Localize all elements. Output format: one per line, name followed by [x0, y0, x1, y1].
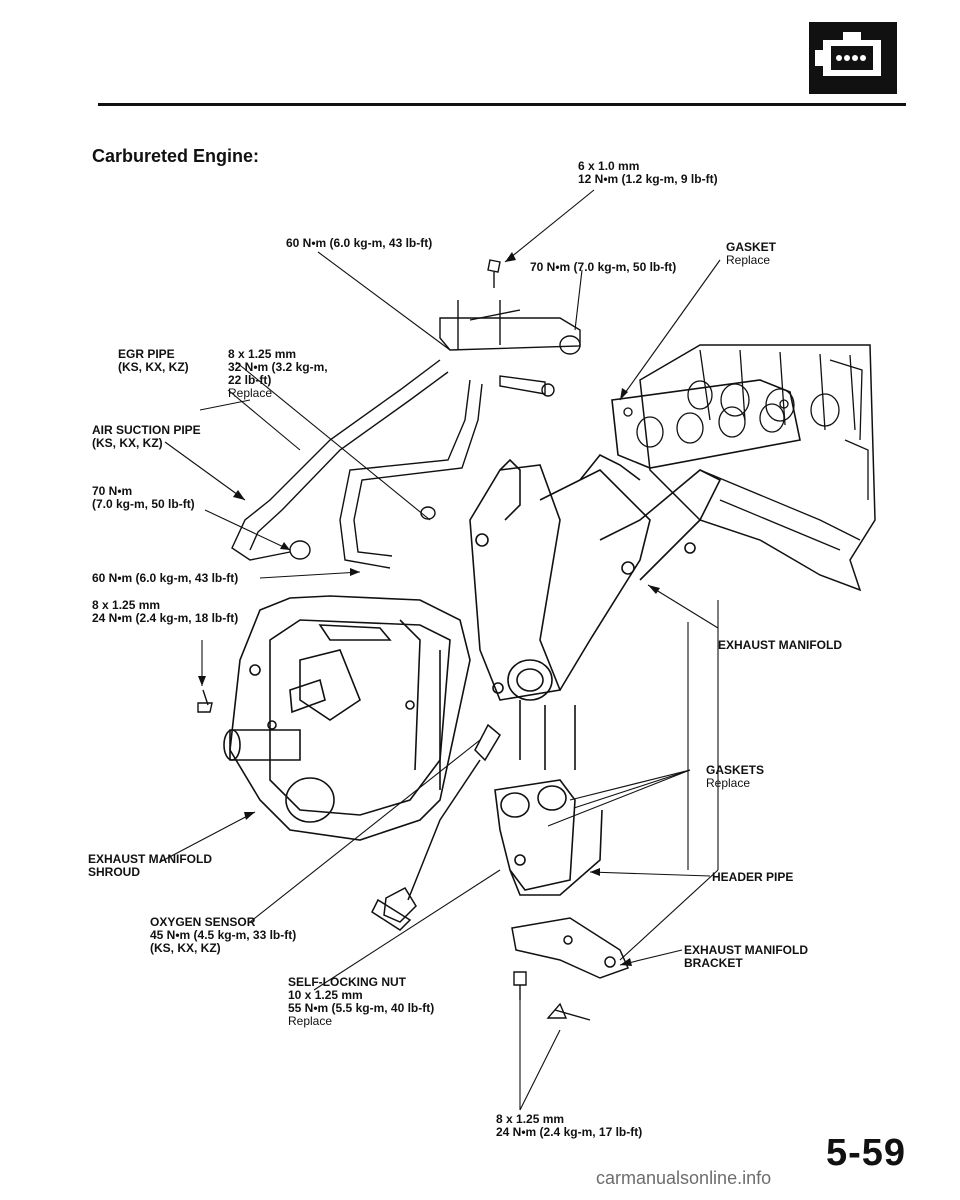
egr-pipe: [231, 300, 581, 569]
fasteners: [197, 259, 591, 1021]
exhaust-manifold-label: EXHAUST MANIFOLD: [718, 638, 842, 652]
torque-70-top: 70 N•m (7.0 kg-m, 50 lb-ft): [530, 260, 677, 274]
exhaust-manifold: [469, 453, 722, 770]
cylinder-head: [639, 344, 876, 592]
egr-pipe-label: EGR PIPE(KS, KX, KZ): [118, 347, 189, 374]
page-title: Carbureted Engine:: [92, 146, 260, 166]
header-rule: [98, 103, 906, 106]
header-pipe: [494, 779, 603, 896]
heat-shroud: [223, 595, 471, 841]
leader-lines: [159, 189, 721, 1111]
torque-60-top: 60 N•m (6.0 kg-m, 43 lb-ft): [286, 236, 433, 250]
air-suction-pipe-label: AIR SUCTION PIPE(KS, KX, KZ): [92, 423, 201, 450]
oxygen-sensor-part: [371, 723, 501, 931]
engine-icon: [809, 22, 897, 94]
header-pipe-label: HEADER PIPE: [712, 870, 794, 884]
manifold-gasket: [611, 379, 801, 469]
torque-60-left: 60 N•m (6.0 kg-m, 43 lb-ft): [92, 571, 239, 585]
torque-70-left: 70 N•m(7.0 kg-m, 50 lb-ft): [92, 484, 195, 511]
watermark: carmanualsonline.info: [596, 1168, 772, 1188]
manifold-bracket: [511, 917, 630, 979]
leader-arrowheads: [198, 252, 660, 966]
page-number: 5-59: [826, 1132, 907, 1174]
